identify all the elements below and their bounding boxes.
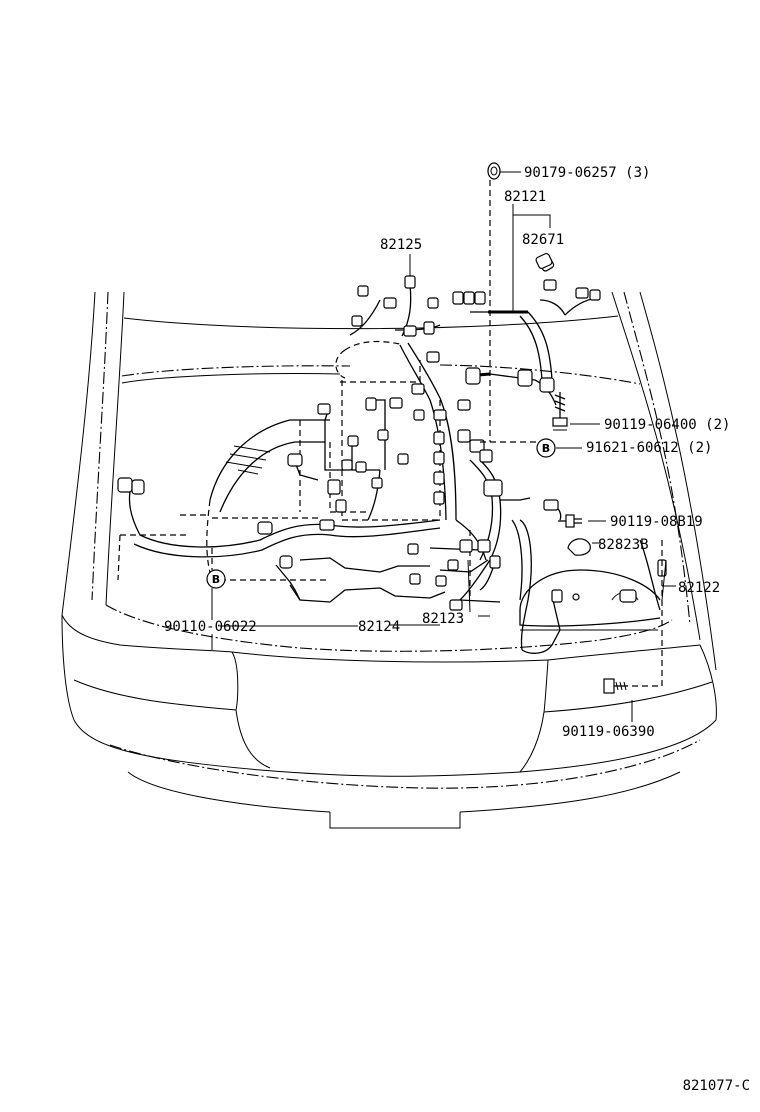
label-90179-06257: 90179-06257 (3) xyxy=(524,165,650,181)
label-82121: 82121 xyxy=(504,189,546,205)
label-82123: 82123 xyxy=(422,611,464,627)
bolt-icon-3 xyxy=(603,678,615,694)
label-90119-08B19: 90119-08B19 xyxy=(610,514,703,530)
grommet-icon xyxy=(567,538,591,556)
engine-components xyxy=(117,340,661,627)
svg-text:B: B xyxy=(542,442,550,455)
label-90119-06390: 90119-06390 xyxy=(562,724,655,740)
leader-lines xyxy=(211,171,676,722)
label-82122: 82122 xyxy=(678,580,720,596)
callout-b-left: B xyxy=(206,569,226,589)
diagram-ref-code: 821077-C xyxy=(683,1078,750,1094)
vehicle-body-outline xyxy=(61,291,717,829)
label-82125: 82125 xyxy=(380,237,422,253)
label-90119-06400: 90119-06400 (2) xyxy=(604,417,730,433)
nut-icon xyxy=(487,162,501,180)
clip-icon xyxy=(535,252,553,270)
callout-b-right: B xyxy=(536,438,556,458)
label-90110-06022: 90110-06022 xyxy=(164,619,257,635)
svg-text:B: B xyxy=(212,573,220,586)
harness-connectors xyxy=(117,254,667,611)
hardware-parts xyxy=(487,162,628,694)
part-labels: 90179-06257 (3) 82121 82671 82125 90119-… xyxy=(164,165,730,740)
bolt-icon-2 xyxy=(565,514,575,528)
label-82823B: 82823B xyxy=(598,537,649,553)
label-82124: 82124 xyxy=(358,619,400,635)
label-91621-60612: 91621-60612 (2) xyxy=(586,440,712,456)
label-82671: 82671 xyxy=(522,232,564,248)
